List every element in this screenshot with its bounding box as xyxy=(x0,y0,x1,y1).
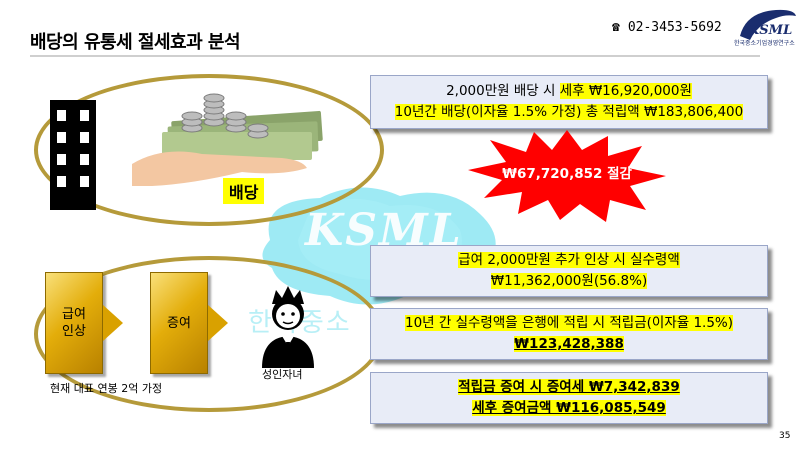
salary-net-title: 급여 2,000만원 추가 인상 시 실수령액 xyxy=(458,252,680,268)
bank-savings-amount: ₩123,428,388 xyxy=(514,336,624,352)
dividend-result-line1: 2,000만원 배당 시 세후 ₩16,920,000원 xyxy=(371,81,767,102)
person-icon xyxy=(262,286,314,368)
gift-label: 증여 xyxy=(167,315,191,331)
arrow-right-icon xyxy=(208,305,228,341)
phone-number: 02-3453-5692 xyxy=(627,20,722,35)
phone-icon: ☎ xyxy=(612,20,620,35)
bank-savings-line2: ₩123,428,388 xyxy=(371,334,767,355)
salary-net-amount: ₩11,362,000원(56.8%) xyxy=(490,273,648,289)
dividend-total-savings: 10년간 배당(이자율 1.5% 가정) 총 적립액 ₩183,806,400 xyxy=(394,104,744,120)
salary-net-line2: ₩11,362,000원(56.8%) xyxy=(371,271,767,292)
title-divider xyxy=(30,55,760,57)
dividend-result-box: 2,000만원 배당 시 세후 ₩16,920,000원 10년간 배당(이자율… xyxy=(370,75,768,129)
arrow-right-icon xyxy=(103,305,123,341)
savings-amount: ₩67,720,852 절감 xyxy=(502,166,632,182)
bank-savings-box: 10년 간 실수령액을 은행에 적립 시 적립금(이자율 1.5%) ₩123,… xyxy=(370,308,768,360)
salary-net-box: 급여 2,000만원 추가 인상 시 실수령액 ₩11,362,000원(56.… xyxy=(370,245,768,297)
gift-box: 증여 xyxy=(150,272,208,374)
adult-child-label: 성인자녀 xyxy=(262,368,303,381)
gift-tax-box: 적립금 증여 시 증여세 ₩7,342,839 세후 증여금액 ₩116,085… xyxy=(370,372,768,424)
bank-savings-line1: 10년 간 실수령액을 은행에 적립 시 적립금(이자율 1.5%) xyxy=(371,313,767,334)
ksml-logo: KSML xyxy=(740,9,796,40)
gift-tax-line2: 세후 증여금액 ₩116,085,549 xyxy=(371,398,767,419)
dividend-ellipse xyxy=(34,74,384,226)
page-number: 35 xyxy=(779,431,791,441)
page-title: 배당의 유통세 절세효과 분석 xyxy=(30,32,241,53)
phone-contact: ☎ 02-3453-5692 xyxy=(612,20,722,35)
dividend-after-tax: 세후 ₩16,920,000원 xyxy=(559,83,692,99)
dividend-result-line2: 10년간 배당(이자율 1.5% 가정) 총 적립액 ₩183,806,400 xyxy=(371,102,767,123)
gift-net-amount: 세후 증여금액 ₩116,085,549 xyxy=(472,400,666,416)
gift-tax-amount: 적립금 증여 시 증여세 ₩7,342,839 xyxy=(458,379,680,395)
salary-raise-label: 급여 인상 xyxy=(62,307,86,339)
salary-net-line1: 급여 2,000만원 추가 인상 시 실수령액 xyxy=(371,250,767,271)
logo-text: KSML xyxy=(747,23,792,38)
money-hand-illustration xyxy=(132,93,323,186)
savings-burst xyxy=(468,130,666,222)
building-icon xyxy=(50,100,96,210)
bank-savings-title: 10년 간 실수령액을 은행에 적립 시 적립금(이자율 1.5%) xyxy=(404,315,734,331)
salary-raise-box: 급여 인상 xyxy=(45,272,103,374)
dividend-result-prefix: 2,000만원 배당 시 xyxy=(446,83,560,99)
logo-subtext: 한국중소기업경영연구소 xyxy=(734,40,795,47)
gift-tax-line1: 적립금 증여 시 증여세 ₩7,342,839 xyxy=(371,377,767,398)
assumption-label: 현재 대표 연봉 2억 가정 xyxy=(50,382,163,395)
dividend-label: 배당 xyxy=(223,178,265,204)
